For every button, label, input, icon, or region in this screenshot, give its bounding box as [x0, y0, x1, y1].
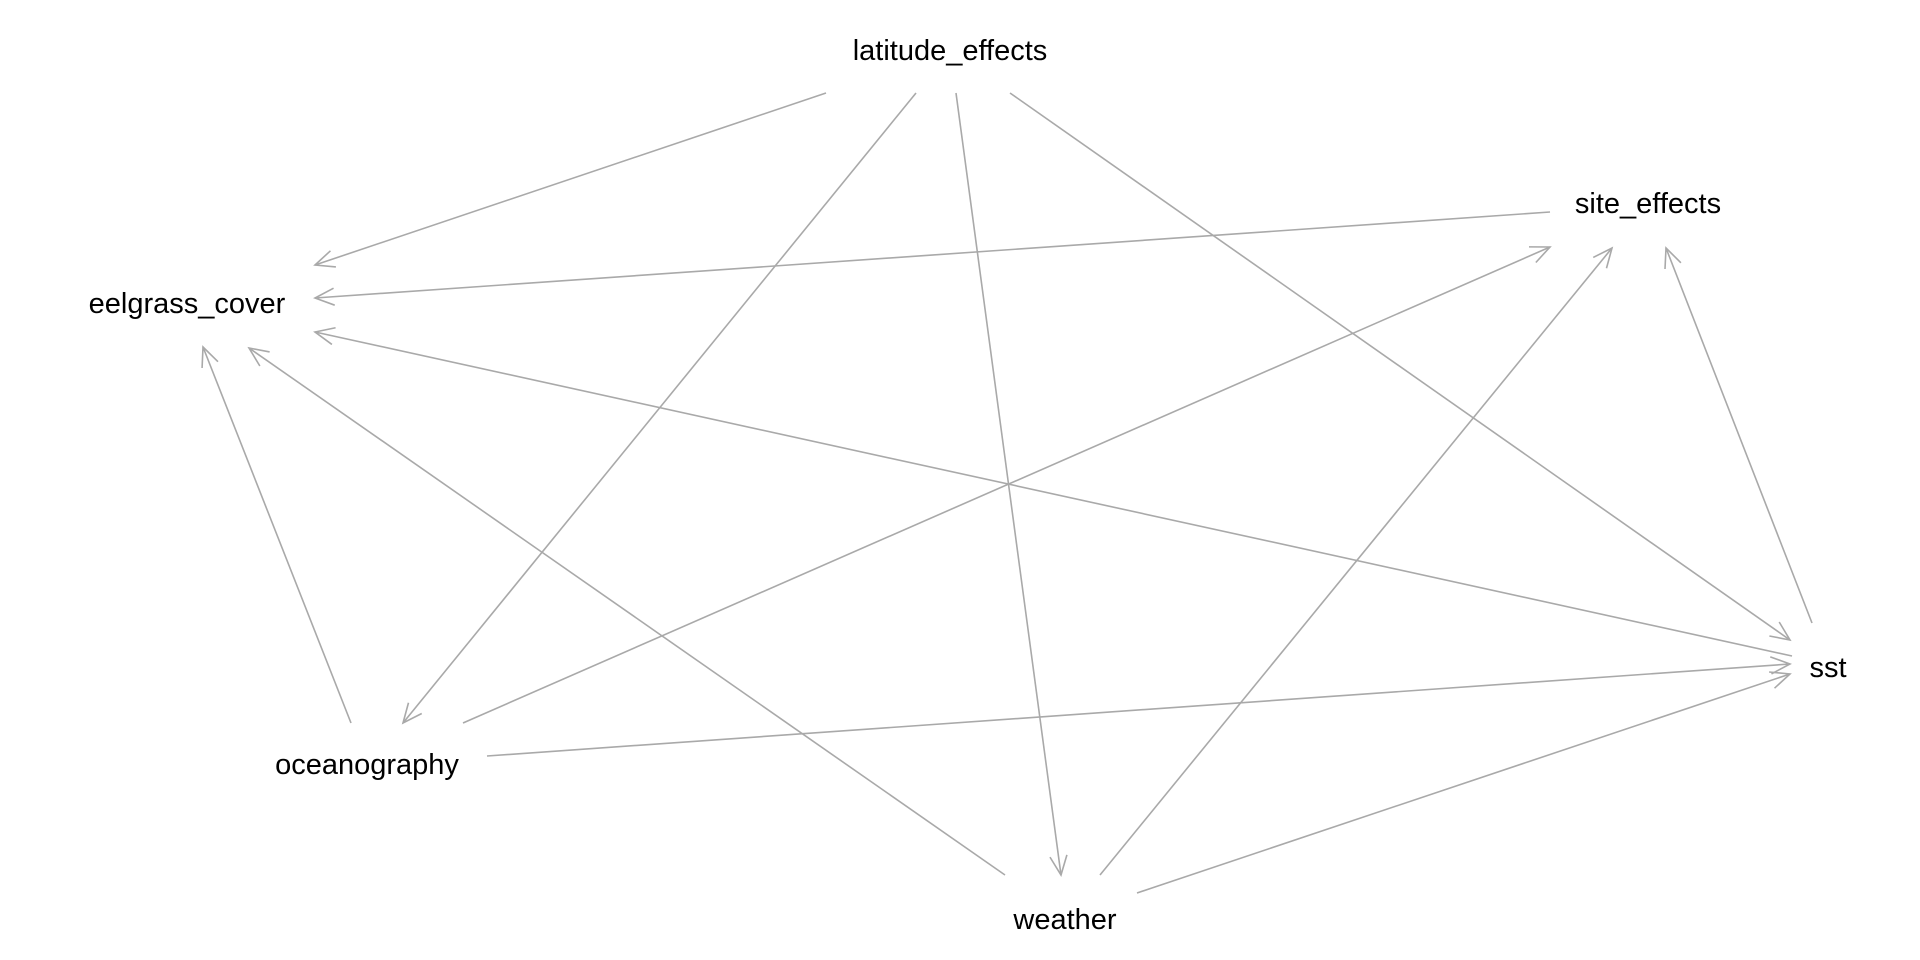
arrowhead-icon: [1769, 621, 1792, 642]
edge-latitude-effects-to-eelgrass-cover: [314, 92, 827, 266]
arrowhead-icon: [201, 345, 219, 369]
arrowhead-icon: [313, 326, 336, 346]
edge-latitude-effects-to-sst: [1009, 92, 1791, 641]
edge-sst-to-eelgrass-cover: [314, 331, 1793, 657]
node-eelgrass-cover: eelgrass_cover: [89, 288, 286, 320]
labels-layer: latitude_effects site_effects eelgrass_c…: [89, 35, 1847, 936]
edge-oceanography-to-eelgrass-cover: [202, 346, 352, 724]
node-latitude-effects: latitude_effects: [853, 35, 1048, 67]
edge-weather-to-site-effects: [1099, 247, 1613, 876]
edge-site-effects-to-eelgrass-cover: [314, 211, 1551, 299]
edge-weather-to-sst: [1136, 673, 1791, 894]
edge-sst-to-site-effects: [1665, 247, 1813, 624]
arrowhead-icon: [1664, 246, 1682, 270]
arrowhead-icon: [1049, 854, 1068, 877]
arrowhead-icon: [313, 287, 336, 306]
arrowhead-icon: [1528, 246, 1552, 264]
node-sst: sst: [1809, 652, 1846, 684]
edge-oceanography-to-sst: [486, 663, 1791, 757]
edge-weather-to-eelgrass-cover: [248, 347, 1006, 876]
arrowhead-icon: [401, 702, 423, 725]
node-site-effects: site_effects: [1575, 188, 1721, 220]
arrowhead-icon: [247, 346, 270, 367]
edges-layer: [201, 92, 1813, 894]
node-oceanography: oceanography: [275, 749, 459, 781]
arrowhead-icon: [1769, 656, 1792, 675]
arrowhead-icon: [1592, 246, 1614, 269]
edge-oceanography-to-site-effects: [462, 246, 1551, 724]
node-weather: weather: [1012, 904, 1117, 936]
arrowhead-icon: [313, 250, 336, 268]
arrowhead-icon: [1769, 671, 1792, 689]
